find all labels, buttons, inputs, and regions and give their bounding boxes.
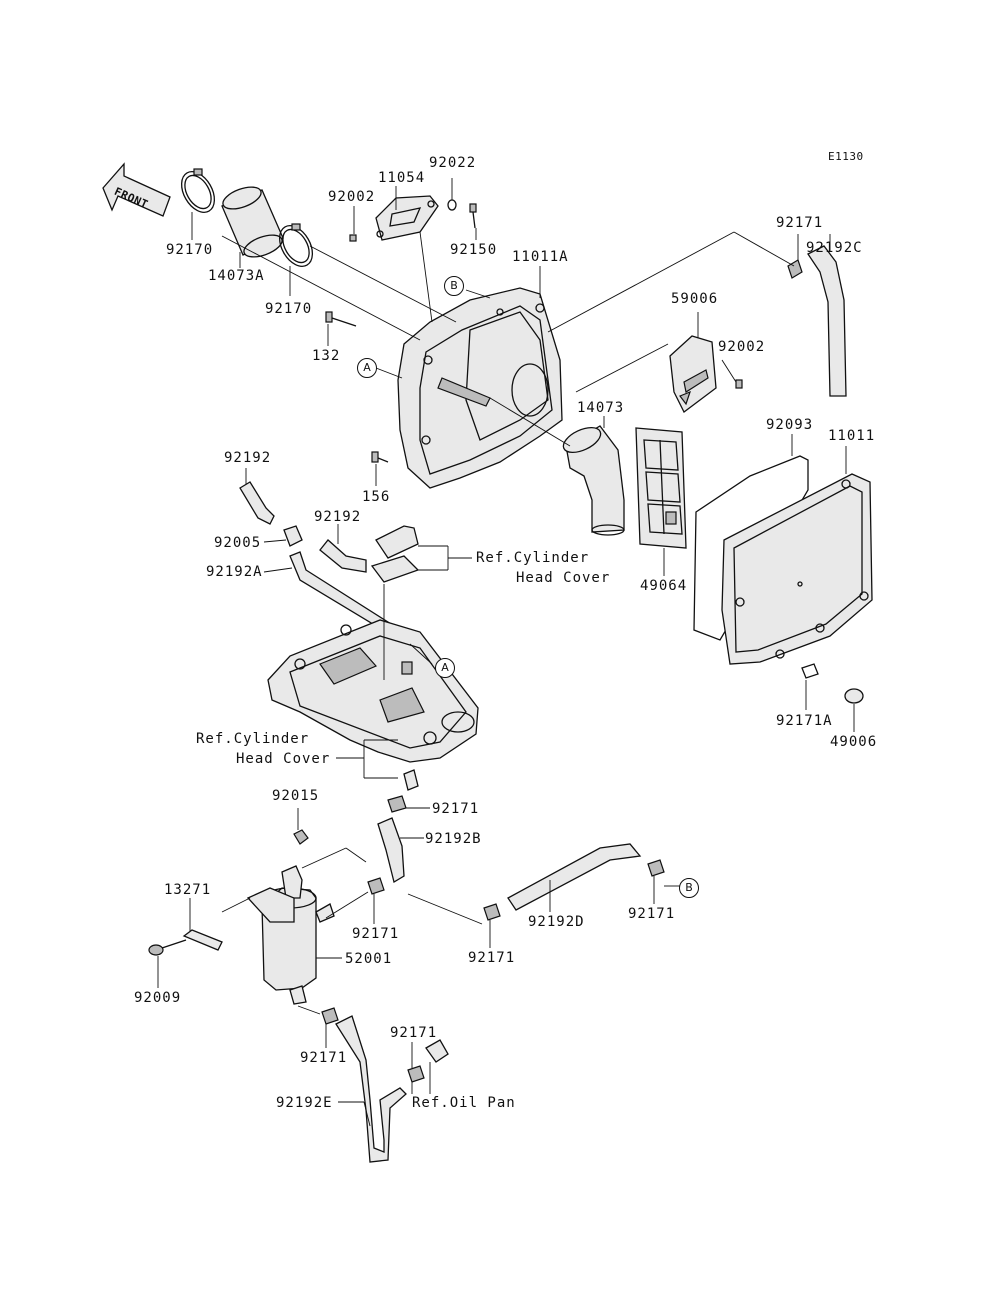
connection-marker-a-lower: A (435, 658, 455, 678)
part-label-92002-upper: 92002 (328, 189, 376, 205)
part-label-49006: 49006 (830, 734, 878, 750)
part-label-92150: 92150 (450, 242, 498, 258)
hose-clamp-92170-upper (180, 168, 216, 213)
bolt-156 (371, 451, 389, 463)
hose-clamp-92170-lower (278, 223, 314, 267)
part-label-92171-below-tank: 92171 (300, 1050, 348, 1066)
part-label-92009: 92009 (134, 990, 182, 1006)
ref-oil-pan: Ref.Oil Pan (412, 1095, 516, 1111)
part-label-92170-upper: 92170 (166, 242, 214, 258)
plate-13271 (182, 929, 223, 951)
hose-92192D (507, 843, 642, 911)
part-label-92192D: 92192D (528, 914, 585, 930)
part-label-132: 132 (312, 348, 341, 364)
part-label-13271: 13271 (164, 882, 212, 898)
clamp-92171-below-head (387, 795, 407, 813)
part-label-92171-tank-side: 92171 (352, 926, 400, 942)
bolt-92002-upper (349, 234, 357, 242)
fitting-92005 (283, 525, 303, 547)
cap-49006 (844, 688, 864, 704)
part-label-92171-right: 92171 (628, 906, 676, 922)
part-label-14073: 14073 (577, 400, 625, 416)
ref-cylinder-head-cover-upper-line1: Ref.Cylinder (476, 550, 590, 566)
part-label-59006: 59006 (671, 291, 719, 307)
part-label-92171A: 92171A (776, 713, 833, 729)
bolt-132 (325, 311, 357, 327)
part-label-92171-bottom: 92171 (390, 1025, 438, 1041)
hose-92192-middle (319, 539, 367, 573)
air-filter-element-49064 (635, 427, 687, 549)
cover-plate-59006 (669, 335, 717, 413)
clamp-92171-bottom (407, 1065, 425, 1083)
leader-lines (157, 178, 855, 1127)
clamp-92171-top-right (787, 259, 803, 279)
connection-marker-b-lower: B (679, 878, 699, 898)
diagram-code: E1130 (828, 150, 864, 163)
ref-cylinder-head-cover-upper-line2: Head Cover (516, 570, 611, 586)
part-label-92192C: 92192C (806, 240, 863, 256)
hose-92192-upper (239, 481, 275, 525)
ref-cylinder-head-cover-lower-line1: Ref.Cylinder (196, 731, 310, 747)
hose-92192C (807, 245, 847, 397)
breather-tank-52001 (246, 865, 335, 1005)
part-label-52001: 52001 (345, 951, 393, 967)
part-label-92171-top-right: 92171 (776, 215, 824, 231)
fitting-under-head-cover (403, 769, 419, 791)
part-label-92192-middle: 92192 (314, 509, 362, 525)
bolt-92002-lower (735, 379, 743, 389)
front-arrow-icon (102, 162, 171, 217)
part-label-92002-lower: 92002 (718, 339, 766, 355)
part-label-49064: 49064 (640, 578, 688, 594)
part-label-11011: 11011 (828, 428, 876, 444)
elbow-fitting-oil-pan (425, 1039, 449, 1063)
bracket-11054 (375, 195, 439, 241)
bolt-92009 (148, 939, 187, 956)
clamp-92171A (801, 663, 819, 679)
part-label-92170-lower: 92170 (265, 301, 313, 317)
clamp-92171-below-tank (321, 1007, 339, 1025)
part-label-92192-upper: 92192 (224, 450, 272, 466)
part-label-92171-middle: 92171 (468, 950, 516, 966)
part-label-92093: 92093 (766, 417, 814, 433)
duct-14073A (221, 186, 284, 258)
ref-cylinder-head-cover-lower-line2: Head Cover (236, 751, 331, 767)
part-label-92171-below-head: 92171 (432, 801, 480, 817)
hose-92192E (335, 1015, 407, 1163)
part-label-92192E: 92192E (276, 1095, 333, 1111)
clamp-92171-right (647, 859, 665, 877)
part-label-92015: 92015 (272, 788, 320, 804)
intake-duct-14073 (562, 425, 625, 536)
part-label-14073A: 14073A (208, 268, 265, 284)
part-label-92022: 92022 (429, 155, 477, 171)
connection-marker-b-upper: B (444, 276, 464, 296)
reed-valve-cover (370, 525, 420, 583)
hose-92192B (377, 817, 405, 884)
bolt-92150 (469, 203, 477, 229)
connection-marker-a-upper: A (357, 358, 377, 378)
gasket-92093 (693, 455, 809, 641)
washer-92022 (447, 199, 457, 211)
cylinder-head-cover (267, 619, 479, 763)
nut-92015 (293, 829, 309, 845)
part-label-156: 156 (362, 489, 391, 505)
air-cleaner-housing-11011A (397, 287, 563, 489)
part-label-92192A: 92192A (206, 564, 263, 580)
air-cleaner-cover-11011 (721, 473, 873, 665)
part-label-11011A: 11011A (512, 249, 569, 265)
part-label-11054: 11054 (378, 170, 426, 186)
part-label-92192B: 92192B (425, 831, 482, 847)
clamp-92171-middle (483, 903, 501, 921)
part-label-92005: 92005 (214, 535, 262, 551)
clamp-92171-tank-side (367, 877, 385, 895)
